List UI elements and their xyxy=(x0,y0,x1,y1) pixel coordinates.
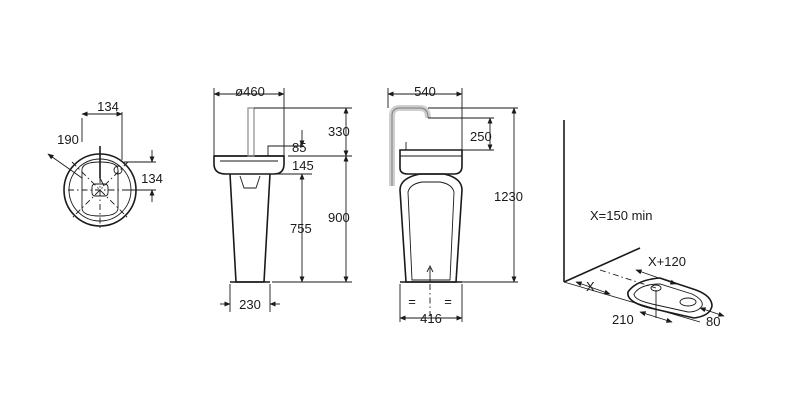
front-dim-900: 900 xyxy=(328,210,350,225)
top-dim-134-side: 134 xyxy=(141,171,163,186)
front-dim-330: 330 xyxy=(328,124,350,139)
side-dim-416: 416 xyxy=(420,311,442,326)
side-equal-left: = xyxy=(408,294,416,309)
front-dim-145: 145 xyxy=(292,158,314,173)
side-dim-1230: 1230 xyxy=(494,189,523,204)
side-view: 540 250 1230 416 = = xyxy=(387,84,523,326)
front-dim-diameter: ø460 xyxy=(235,84,265,99)
install-view: X=150 min X+120 X 210 80 xyxy=(563,120,725,329)
front-view: ø460 330 85 145 755 900 230 xyxy=(213,84,352,312)
install-dim-210: 210 xyxy=(612,312,634,327)
front-dim-230: 230 xyxy=(239,297,261,312)
side-dim-540: 540 xyxy=(414,84,436,99)
top-dim-134: 134 xyxy=(97,99,119,114)
top-view: 134 190 134 xyxy=(47,99,163,230)
install-dim-80: 80 xyxy=(706,314,720,329)
side-dim-250: 250 xyxy=(470,129,492,144)
top-dim-190: 190 xyxy=(57,132,79,147)
front-dim-755: 755 xyxy=(290,221,312,236)
install-dim-x-plus-120: X+120 xyxy=(648,254,686,269)
front-dim-85: 85 xyxy=(292,140,306,155)
install-dim-x: X xyxy=(586,279,595,294)
side-equal-right: = xyxy=(444,294,452,309)
install-note: X=150 min xyxy=(590,208,653,223)
